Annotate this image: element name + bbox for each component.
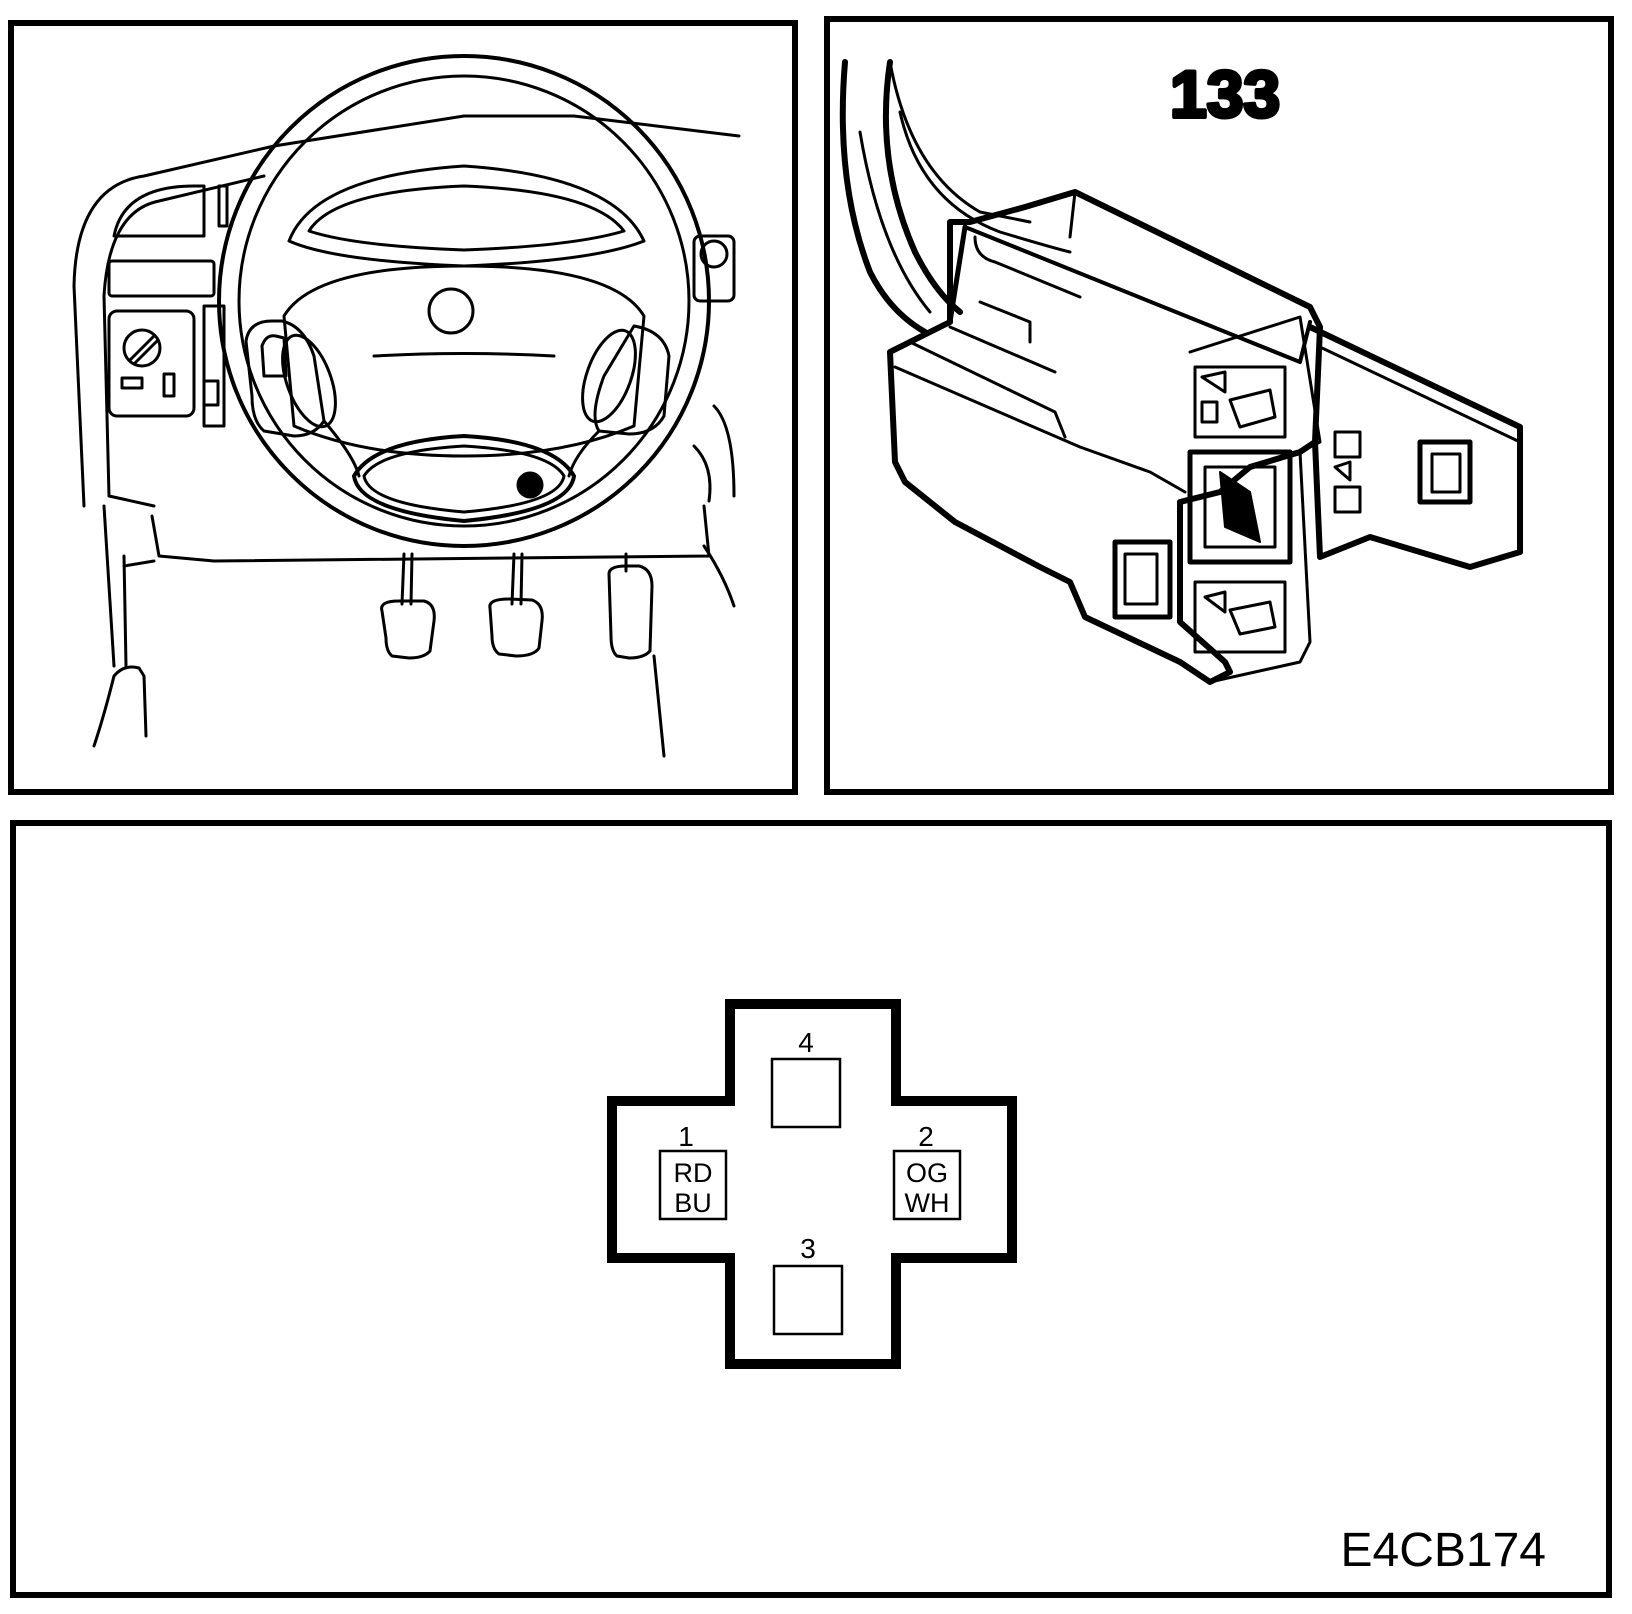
connector-view-panel: 133 bbox=[824, 16, 1614, 795]
pin-2-wire-color-2: WH bbox=[905, 1188, 950, 1218]
dashboard-illustration bbox=[72, 54, 741, 758]
pin-2-number: 2 bbox=[918, 1121, 934, 1152]
pin-4-number: 4 bbox=[798, 1027, 814, 1058]
pin-face-diagram: 4 1 RD BU 2 OG WH 3 E4CB174 bbox=[607, 999, 1546, 1577]
pin-4: 4 bbox=[770, 1027, 842, 1129]
figure-id: E4CB174 bbox=[1341, 1524, 1546, 1577]
pin-face-panel: 4 1 RD BU 2 OG WH 3 E4CB174 bbox=[10, 820, 1612, 1598]
pin-3-number: 3 bbox=[800, 1233, 816, 1264]
connector-callout-number: 133 bbox=[1170, 57, 1280, 131]
pin-2-cavity bbox=[892, 1149, 962, 1221]
pin-1-wire-color-2: BU bbox=[674, 1188, 712, 1218]
pin-2: 2 OG WH bbox=[892, 1121, 962, 1221]
pin-1: 1 RD BU bbox=[658, 1121, 728, 1221]
pin-3-cavity bbox=[772, 1264, 844, 1336]
pin-3: 3 bbox=[772, 1233, 844, 1336]
pin-2-wire-color-1: OG bbox=[906, 1158, 948, 1188]
connector-illustration: 133 bbox=[839, 55, 1523, 685]
pin-1-wire-color-1: RD bbox=[674, 1158, 713, 1188]
pin-1-cavity bbox=[658, 1149, 728, 1221]
dashboard-view-panel bbox=[8, 20, 798, 795]
pin-4-cavity bbox=[770, 1057, 842, 1129]
pin-1-number: 1 bbox=[678, 1121, 694, 1152]
connector-housing-outline bbox=[607, 999, 1017, 1369]
